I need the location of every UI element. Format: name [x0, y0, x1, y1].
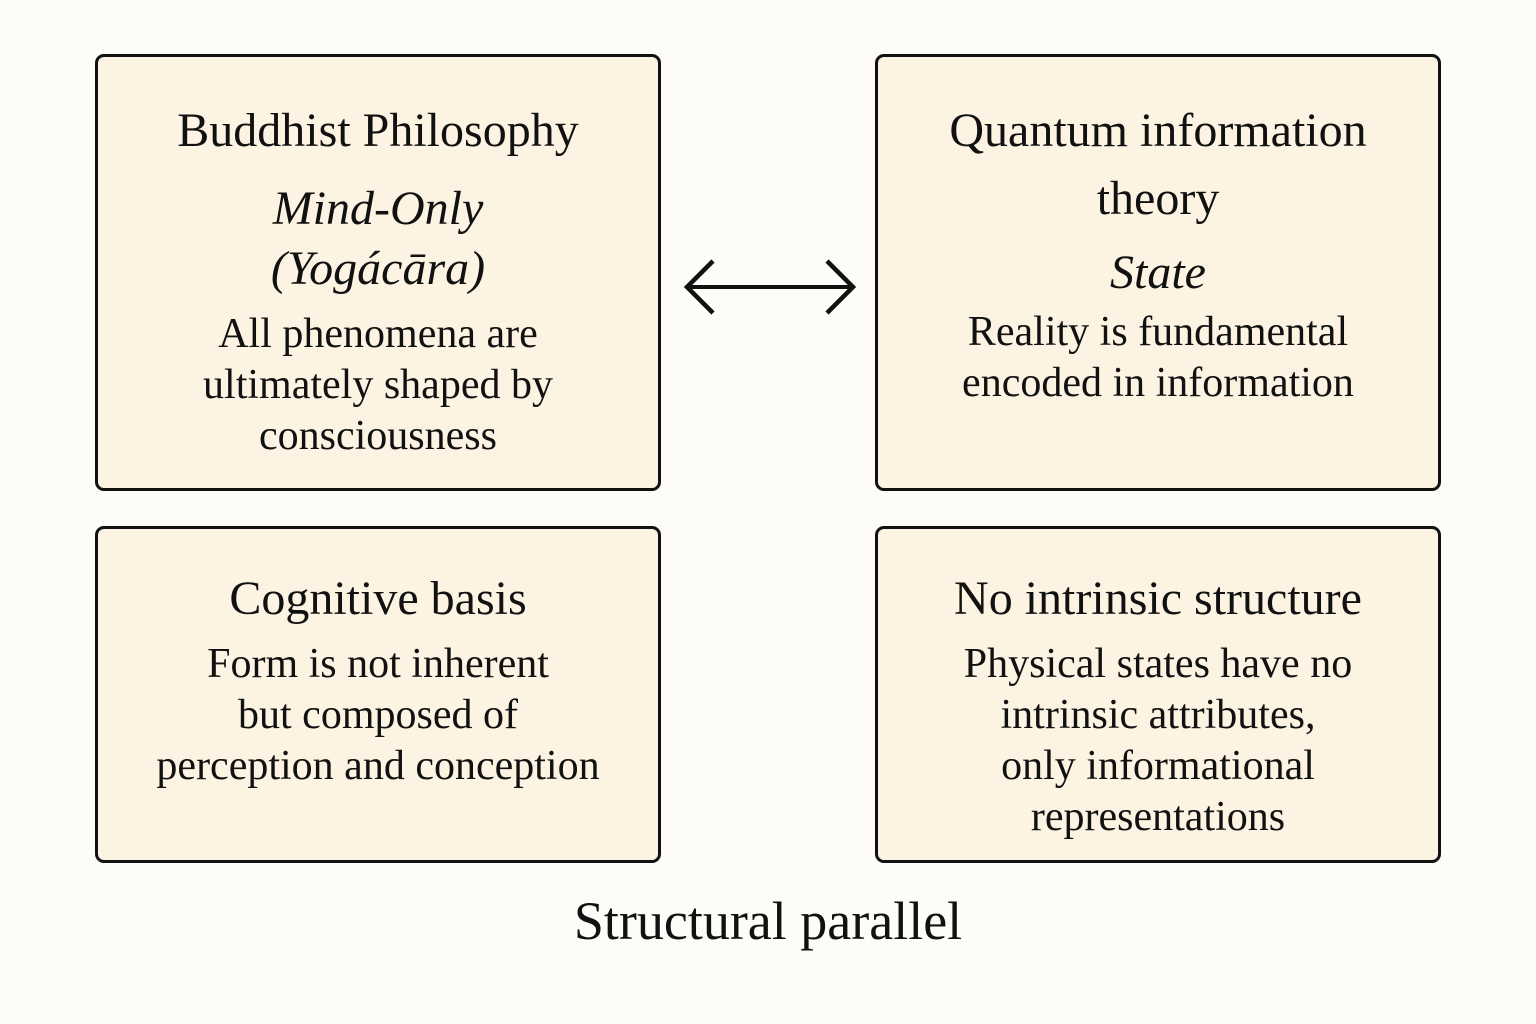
box-body: Physical states have no intrinsic attrib…: [963, 641, 1353, 840]
arrow-head-left: [683, 259, 715, 315]
box-title: No intrinsic structure: [954, 572, 1362, 625]
box-subtitle: Mind-Only (Yogácāra): [270, 182, 486, 295]
buddhist-philosophy-box: Buddhist Philosophy Mind-Only (Yogácāra)…: [95, 54, 661, 491]
box-title: Cognitive basis: [229, 572, 527, 625]
box-title: Quantum information theory: [949, 104, 1367, 225]
cognitive-basis-box: Cognitive basis Form is not inherent but…: [95, 526, 661, 863]
box-body: Reality is fundamental encoded in inform…: [962, 309, 1354, 406]
box-title: Buddhist Philosophy: [177, 104, 579, 157]
box-subtitle: State: [1110, 246, 1206, 299]
arrow-head-right: [825, 259, 857, 315]
no-intrinsic-structure-box: No intrinsic structure Physical states h…: [875, 526, 1441, 863]
quantum-information-box: Quantum information theory State Reality…: [875, 54, 1441, 491]
diagram-caption: Structural parallel: [573, 891, 963, 951]
box-body: Form is not inherent but composed of per…: [156, 641, 600, 789]
double-headed-arrow-icon: [683, 259, 857, 315]
box-body: All phenomena are ultimately shaped by c…: [203, 311, 553, 459]
